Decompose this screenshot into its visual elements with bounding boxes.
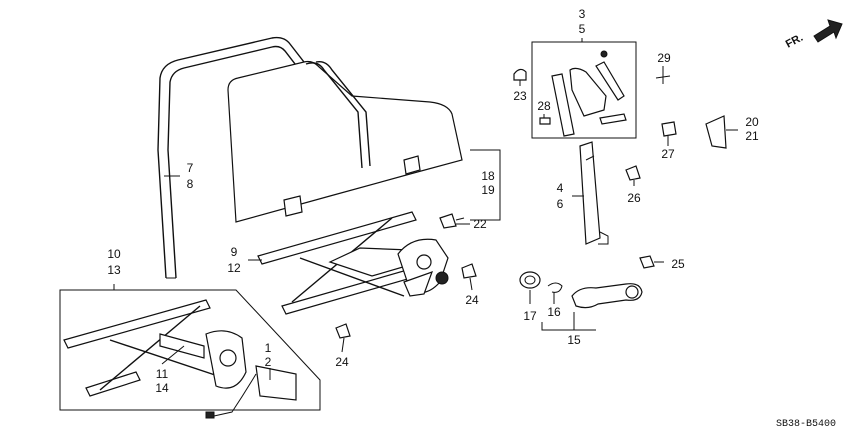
front-arrow-icon: [813, 19, 843, 43]
direction-label: FR.: [784, 32, 805, 51]
callout-26: 26: [627, 191, 641, 205]
crank-handle: [519, 271, 643, 309]
callout-4: 4: [557, 181, 564, 195]
glass-run-channel: [157, 36, 353, 279]
callout-29: 29: [657, 51, 671, 65]
fasteners: [335, 68, 727, 339]
callout-21: 21: [745, 129, 759, 143]
callout-10: 10: [107, 247, 121, 261]
callout-19: 19: [481, 183, 495, 197]
regulator-power: [59, 289, 321, 419]
callout-18: 18: [481, 169, 495, 183]
callout-25: 25: [671, 257, 685, 271]
callout-7: 7: [187, 161, 194, 175]
diagram-code: SB38-B5400: [776, 419, 836, 430]
callout-20: 20: [745, 115, 759, 129]
quarter-glass-assy: [531, 41, 637, 139]
door-glass: [227, 60, 463, 223]
regulator-upper: [257, 211, 449, 315]
callout-labels: 1 2 3 5 4 6 7 8 9 12 10 13 11 14 15 16 1…: [107, 7, 759, 395]
callout-8: 8: [187, 177, 194, 191]
callout-12: 12: [227, 261, 241, 275]
callout-1: 1: [265, 341, 272, 355]
callout-23: 23: [513, 89, 527, 103]
callout-13: 13: [107, 263, 121, 277]
callout-28: 28: [537, 99, 551, 113]
callout-9: 9: [231, 245, 238, 259]
callout-5: 5: [579, 22, 586, 36]
callout-24-upper: 24: [465, 293, 479, 307]
callout-6: 6: [557, 197, 564, 211]
callout-11: 11: [156, 367, 169, 381]
front-direction-indicator: FR.: [784, 19, 843, 51]
callout-27: 27: [661, 147, 675, 161]
callout-3: 3: [579, 7, 586, 21]
callout-2: 2: [265, 355, 272, 369]
center-channel: [579, 141, 609, 245]
callout-15: 15: [567, 333, 581, 347]
callout-14: 14: [155, 381, 169, 395]
callout-16: 16: [547, 305, 561, 319]
callout-17: 17: [523, 309, 537, 323]
leader-lines: [113, 38, 738, 380]
callout-24-lower: 24: [335, 355, 349, 369]
callout-22: 22: [473, 217, 487, 231]
